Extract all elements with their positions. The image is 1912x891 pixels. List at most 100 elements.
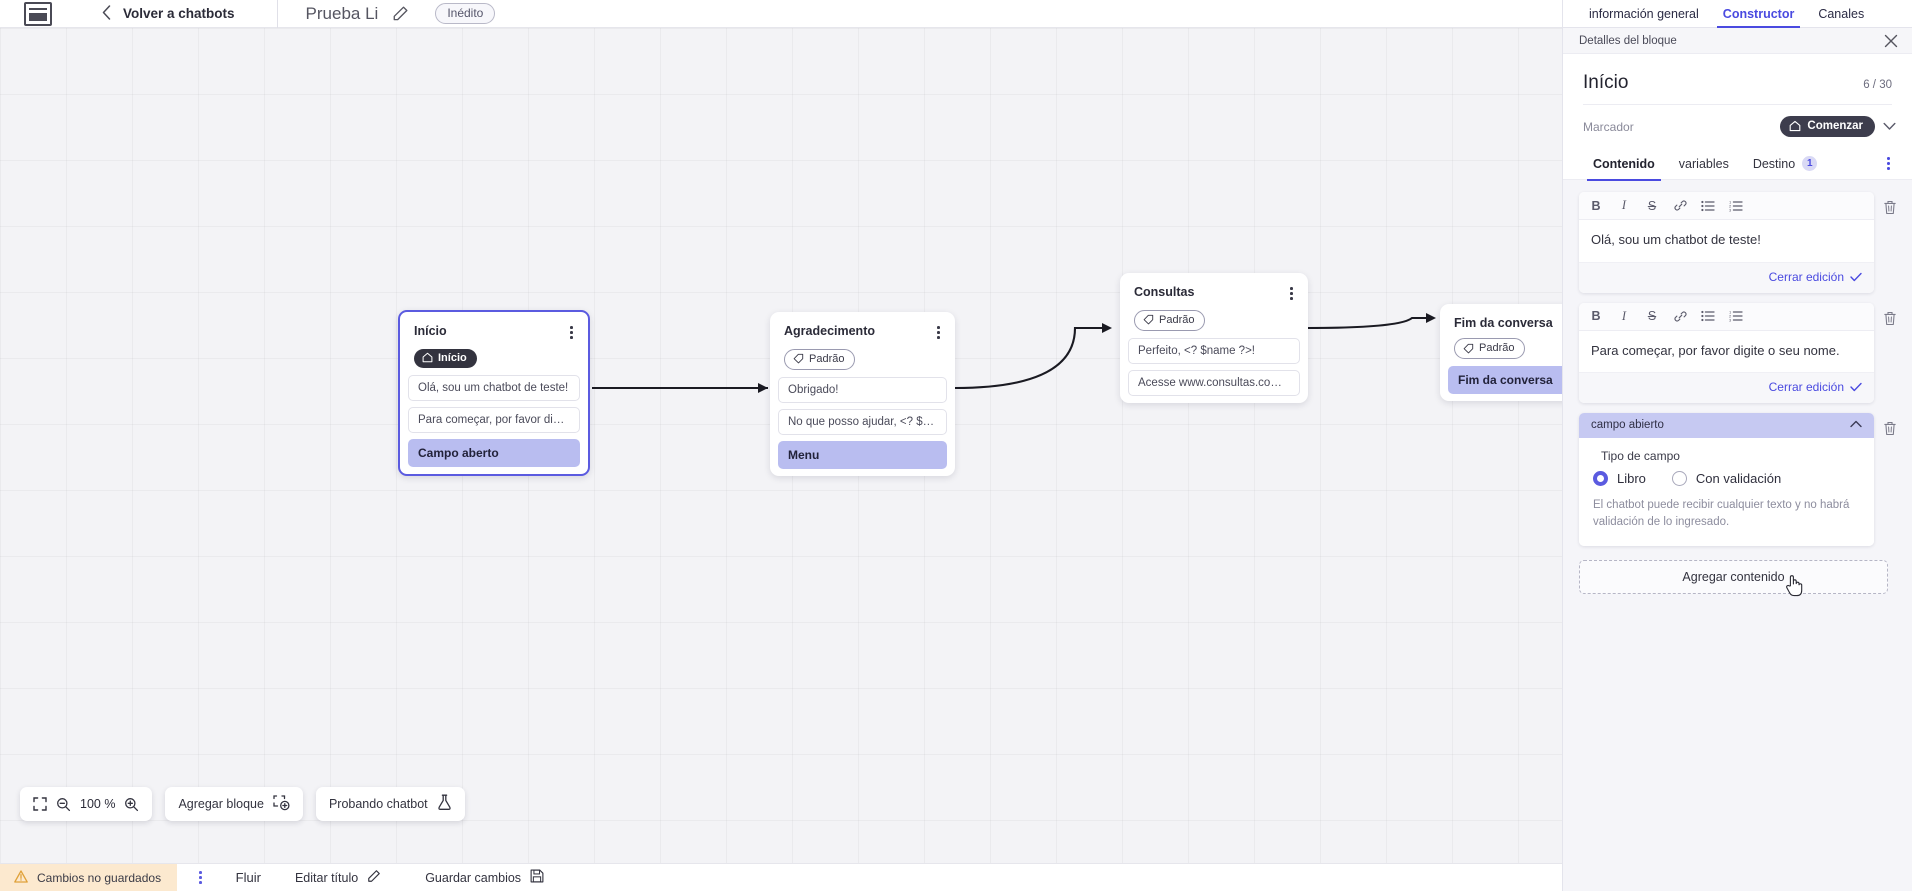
save-changes-button[interactable]: Guardar cambios [425,869,544,886]
fit-screen-icon[interactable] [33,797,47,811]
bold-icon[interactable]: B [1591,198,1601,213]
back-to-chatbots-link[interactable]: Volver a chatbots [123,6,235,21]
link-icon[interactable] [1669,307,1691,326]
editor-text-value[interactable]: Olá, sou um chatbot de teste! [1579,220,1874,262]
marker-label: Marcador [1583,119,1634,134]
node-tag-badge: Padrão [1454,338,1526,359]
node-title: Início [414,324,447,338]
edit-title-label: Editar título [294,870,359,885]
node-item[interactable]: Fim da conversa [1448,366,1562,394]
close-icon[interactable] [1884,34,1898,48]
radio-label: Con validación [1695,471,1782,486]
node-tag-label: Padrão [1159,313,1195,326]
tab-canales[interactable]: Canales [1818,6,1865,21]
divider [1583,104,1892,105]
tab-informacion-general[interactable]: información general [1589,6,1699,21]
trash-icon[interactable] [1880,307,1900,330]
node-items: Perfeito, <? $name ?>! Acesse www.consul… [1120,335,1308,396]
node-item[interactable]: Menu [778,440,947,469]
bullet-list-icon[interactable] [1697,307,1719,326]
trash-icon[interactable] [1880,417,1900,440]
italic-icon[interactable]: I [1621,198,1627,212]
zoom-in-icon[interactable] [124,797,139,812]
node-item[interactable]: Campo aberto [408,439,580,468]
panel-subheader: Detalles del bloque [1563,28,1912,54]
tag-icon [1463,343,1474,353]
node-tag-row: Padrão [1440,330,1562,363]
strikethrough-icon[interactable]: S [1647,198,1657,213]
add-content-button[interactable]: Agregar contenido [1579,559,1888,596]
unsaved-changes-label: Cambios no guardados [37,870,162,885]
chevron-up-icon[interactable] [1850,419,1862,431]
panel-subheader-label: Detalles del bloque [1579,34,1677,47]
unsaved-changes-indicator: Cambios no guardados [0,863,178,891]
flow-node-inicio[interactable]: Início Início Olá, sou um chatbot de tes… [398,310,590,477]
svg-text:1: 1 [1729,200,1732,205]
pointing-hand-cursor [1785,574,1804,600]
node-item[interactable]: Acesse www.consultas.com par... [1128,369,1300,396]
radio-option-con-validacion[interactable]: Con validación [1671,471,1782,486]
tab-destino[interactable]: Destino 1 [1741,148,1829,180]
zoom-out-icon[interactable] [56,797,71,812]
field-card-header[interactable]: campo abierto [1579,413,1874,438]
page-title: Início [1583,72,1629,93]
tab-fluir[interactable]: Fluir [220,865,277,891]
radio-option-libro[interactable]: Libro [1593,471,1646,486]
svg-text:3: 3 [1729,318,1732,322]
bullet-list-icon[interactable] [1697,196,1719,215]
radio-label: Libro [1617,471,1646,486]
close-edit-button[interactable]: Cerrar edición [1769,380,1862,394]
node-item[interactable]: Obrigado! [778,376,947,403]
link-icon[interactable] [1669,196,1691,215]
close-edit-label: Cerrar edición [1768,380,1844,394]
tab-contenido[interactable]: Contenido [1581,148,1667,181]
test-chatbot-button[interactable]: Probando chatbot [315,787,465,821]
zoom-level: 100 % [80,797,116,811]
radio-button[interactable] [1593,471,1608,486]
back-chevron-icon[interactable] [102,4,111,23]
status-more-button[interactable] [193,868,208,887]
strikethrough-icon[interactable]: S [1647,309,1657,323]
field-card-body: Tipo de campo Libro Con validación E [1579,438,1874,546]
add-block-button[interactable]: Agregar bloque [165,787,303,821]
editor-footer: Cerrar edición [1579,261,1874,293]
node-item[interactable]: Olá, sou um chatbot de teste! [408,375,580,402]
close-edit-button[interactable]: Cerrar edición [1769,270,1862,284]
tab-variables[interactable]: variables [1667,148,1741,180]
tab-contenido-label: Contenido [1593,156,1655,171]
edit-title-button[interactable]: Editar título [295,869,381,886]
node-header: Consultas [1120,273,1308,302]
node-item[interactable]: Perfeito, <? $name ?>! [1128,337,1300,364]
bot-title: Prueba Li [305,3,379,23]
close-edit-label: Cerrar edición [1768,269,1844,284]
pencil-icon[interactable] [392,5,409,22]
check-icon [1850,382,1862,392]
home-icon [422,353,433,363]
flow-node-consultas[interactable]: Consultas Padrão Perfeito, <? $name ?>! … [1120,273,1308,403]
node-header: Fim da conversa [1440,304,1562,330]
italic-icon[interactable]: I [1621,308,1627,323]
node-menu-button[interactable] [1287,285,1296,302]
radio-button[interactable] [1671,471,1687,486]
node-title: Fim da conversa [1454,316,1553,330]
field-help-text: El chatbot puede recibir cualquier texto… [1593,499,1850,529]
svg-text:2: 2 [1729,314,1732,319]
panel-more-button[interactable] [1879,153,1898,174]
node-menu-button[interactable] [567,324,576,341]
home-icon [1790,120,1801,132]
bold-icon[interactable]: B [1591,309,1601,323]
marker-value-badge[interactable]: Comenzar [1780,116,1875,137]
tab-constructor[interactable]: Constructor [1711,0,1807,28]
node-menu-button[interactable] [934,324,943,341]
flow-canvas[interactable]: Início Início Olá, sou um chatbot de tes… [0,28,1562,863]
trash-icon[interactable] [1880,196,1900,219]
flow-node-fim-da-conversa[interactable]: Fim da conversa Padrão Fim da conversa [1440,304,1562,401]
node-item[interactable]: Para começar, por favor digite o ... [408,407,580,434]
editor-text-value[interactable]: Para começar, por favor digite o seu nom… [1579,330,1874,372]
flow-node-agradecimento[interactable]: Agradecimento Padrão Obrigado! No que po… [770,312,955,476]
node-item[interactable]: No que posso ajudar, <? $name ... [778,408,947,435]
chevron-down-icon[interactable] [1883,122,1896,131]
svg-text:1: 1 [1729,310,1732,315]
